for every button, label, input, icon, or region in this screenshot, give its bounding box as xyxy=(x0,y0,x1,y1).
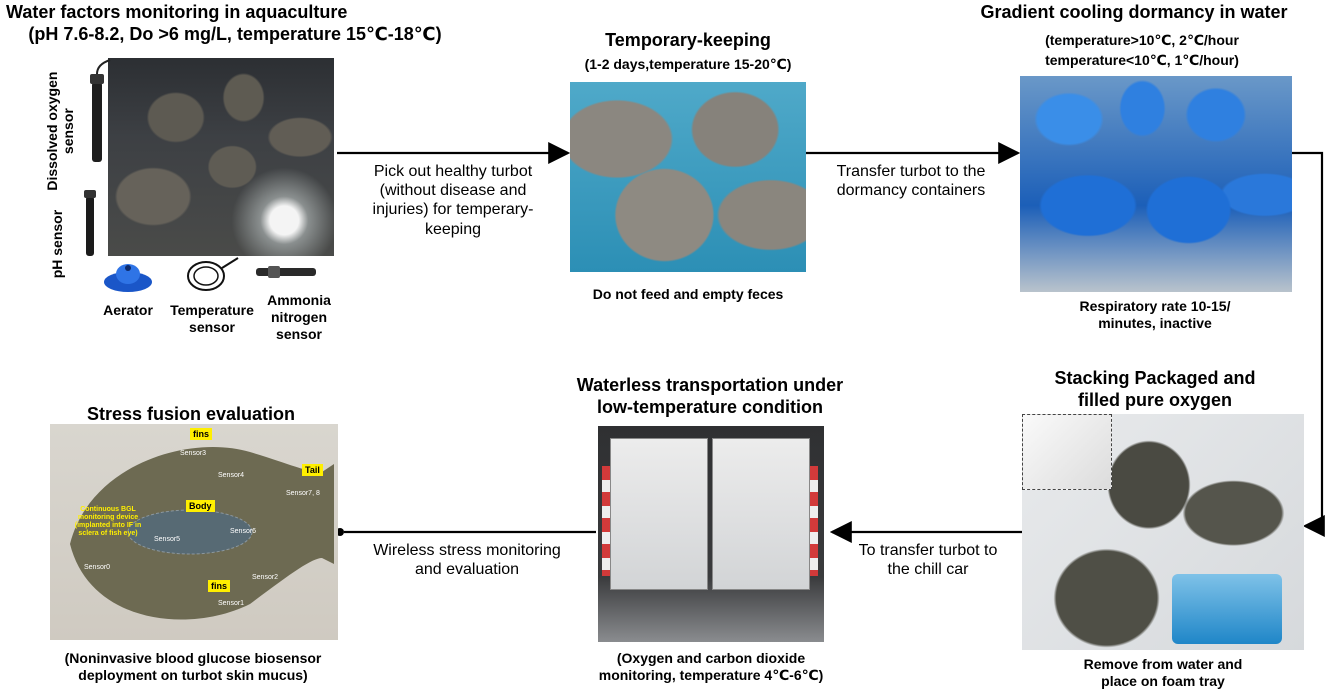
temporary-title: Temporary-keeping xyxy=(605,30,771,50)
device-line2: monitoring device xyxy=(77,514,139,522)
arrow-cooling-to-stacking xyxy=(1292,151,1325,537)
chill-car-door-right xyxy=(712,438,810,590)
arrow-label-pick-out: Pick out healthy turbot (without disease… xyxy=(340,162,566,239)
stacking-note-line1: Remove from water and xyxy=(1083,656,1243,672)
foam-tray-photo xyxy=(1022,414,1304,650)
cooling-note-line2: minutes, inactive xyxy=(1098,314,1212,331)
transport-note: (Oxygen and carbon dioxide monitoring, t… xyxy=(556,650,866,684)
wireless-line2: and evaluation xyxy=(414,561,520,579)
arrow-label-transfer: Transfer turbot to the dormancy containe… xyxy=(808,162,1014,200)
wireless-line1: Wireless stress monitoring xyxy=(373,542,561,559)
temperature-label-line2: sensor xyxy=(189,318,235,335)
aerator-label: Aerator xyxy=(103,302,153,318)
temporary-note: Do not feed and empty feces xyxy=(592,286,784,302)
stacking-title-line1: Stacking Packaged and xyxy=(1054,368,1256,388)
cooling-title: Gradient cooling dormancy in water xyxy=(980,2,1288,22)
device-line3: (implanted into IF in xyxy=(74,522,142,530)
chill-car-photo xyxy=(598,426,824,642)
transport-note-line2: monitoring, temperature 4℃-6℃) xyxy=(598,666,824,683)
cooling-note: Respiratory rate 10-15/ minutes, inactiv… xyxy=(1030,298,1280,332)
pick-out-line3: injuries) for temperary- xyxy=(372,201,534,219)
transport-title: Waterless transportation under low-tempe… xyxy=(540,375,880,418)
pick-out-line1: Pick out healthy turbot xyxy=(373,163,533,180)
chill-car-reflector-right xyxy=(810,466,818,576)
label-sensor3: Sensor3 xyxy=(180,450,207,457)
label-fins-top: fins xyxy=(190,428,213,440)
turbot-body-shape xyxy=(70,446,334,620)
monitoring-subtitle: (pH 7.6-8.2, Do >6 mg/L, temperature 15℃… xyxy=(28,24,442,44)
label-tail: Tail xyxy=(302,464,323,476)
chill-car-door-left xyxy=(610,438,708,590)
stacking-note: Remove from water and place on foam tray xyxy=(1040,656,1286,690)
temporary-subtitle: (1-2 days,temperature 15-20℃) xyxy=(584,56,792,72)
label-fins-bottom: fins xyxy=(208,580,231,592)
cooling-subtitle-line1: (temperature>10℃, 2℃/hour xyxy=(1045,32,1239,48)
label-sensor7: Sensor7, 8 xyxy=(286,490,320,497)
device-line1: Continuous BGL xyxy=(80,506,136,513)
arrow-label-chill-car: To transfer turbot to the chill car xyxy=(830,541,1026,579)
label-sensor4: Sensor4 xyxy=(218,472,245,479)
temperature-sensor-label: Temperature sensor xyxy=(164,302,260,336)
pick-out-line4: keeping xyxy=(424,220,482,238)
arrow-label-wireless: Wireless stress monitoring and evaluatio… xyxy=(342,541,592,579)
temperature-label-line1: Temperature xyxy=(170,302,254,318)
label-sensor6: Sensor6 xyxy=(230,528,257,535)
label-bgl-device: Continuous BGL monitoring device (implan… xyxy=(72,506,144,538)
pick-out-line2: (without disease and xyxy=(379,182,527,200)
connector-dot xyxy=(336,528,344,536)
chill-line1: To transfer turbot to xyxy=(858,542,998,559)
cooling-subtitle-line2: temperature<10℃, 1℃/hour) xyxy=(1045,52,1239,69)
device-line4: sclera of fish eye) xyxy=(78,530,138,538)
transfer-line1: Transfer turbot to the xyxy=(836,163,986,180)
stacking-title: Stacking Packaged and filled pure oxygen xyxy=(1010,368,1300,411)
transport-title-line1: Waterless transportation under xyxy=(576,375,844,395)
transfer-line2: dormancy containers xyxy=(836,182,986,200)
cooling-note-line1: Respiratory rate 10-15/ xyxy=(1079,298,1231,314)
foam-inset-photo xyxy=(1022,414,1112,490)
stress-title: Stress fusion evaluation xyxy=(86,404,296,424)
stacking-note-line2: place on foam tray xyxy=(1101,672,1225,689)
temporary-keeping-photo xyxy=(570,82,806,272)
chill-line2: the chill car xyxy=(887,561,969,579)
transport-title-line2: low-temperature condition xyxy=(596,396,823,417)
transport-note-line1: (Oxygen and carbon dioxide xyxy=(616,650,806,666)
ammonia-sensor-label: Ammonia nitrogen sensor xyxy=(258,292,340,342)
aquaculture-tank-photo xyxy=(108,58,334,256)
cooling-subtitle: (temperature>10℃, 2℃/hour temperature<10… xyxy=(1000,30,1284,71)
ammonia-label-line3: sensor xyxy=(276,325,322,342)
stress-note: (Noninvasive blood glucose biosensor dep… xyxy=(28,650,358,684)
chill-car-reflector xyxy=(602,466,610,576)
label-sensor1: Sensor1 xyxy=(218,600,245,607)
label-body: Body xyxy=(186,500,215,512)
ammonia-label-line2: nitrogen xyxy=(271,308,327,325)
label-sensor5: Sensor5 xyxy=(154,536,181,543)
stress-note-line1: (Noninvasive blood glucose biosensor xyxy=(64,650,322,666)
stress-note-line2: deployment on turbot skin mucus) xyxy=(78,666,308,683)
cooler-box-photo xyxy=(1172,574,1282,644)
label-sensor0: Sensor0 xyxy=(84,564,111,571)
ammonia-label-line1: Ammonia xyxy=(267,292,331,308)
stacking-title-line2: filled pure oxygen xyxy=(1077,389,1233,410)
monitoring-title: Water factors monitoring in aquaculture xyxy=(6,2,348,22)
label-sensor2: Sensor2 xyxy=(252,574,279,581)
dormancy-containers-photo xyxy=(1020,76,1292,292)
turbot-biosensor-photo: fins Tail Body fins Sensor3 Sensor4 Sens… xyxy=(50,424,338,640)
